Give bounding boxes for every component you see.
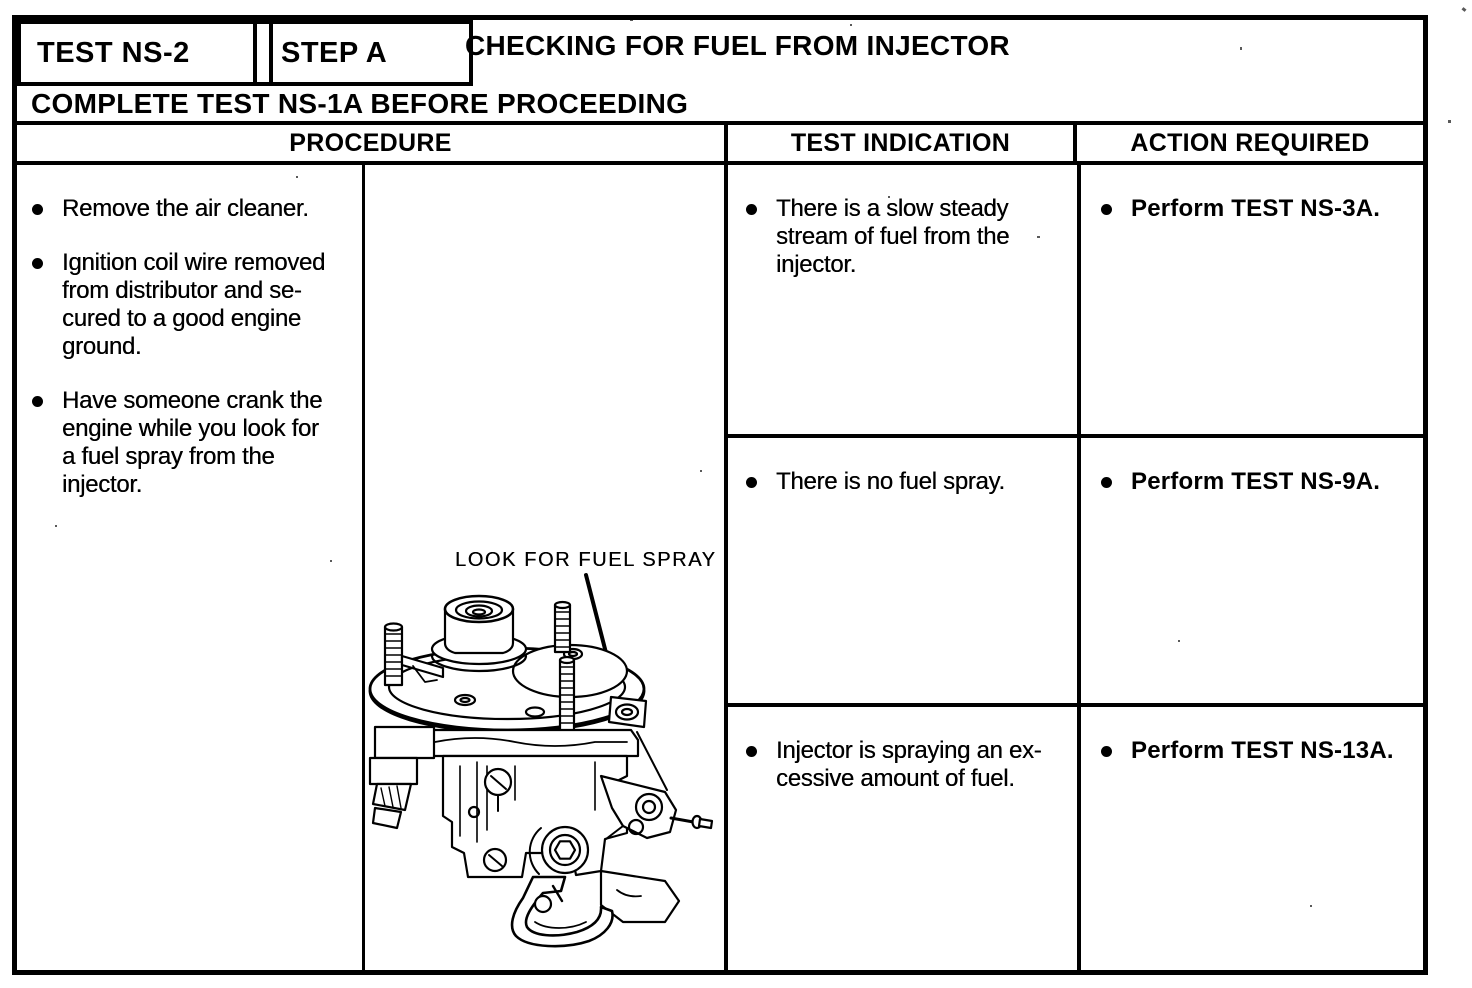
scan-noise-dot <box>1448 120 1451 123</box>
throttle-body-injector-illustration <box>368 573 714 948</box>
mounting-stud-right <box>558 655 576 737</box>
procedure-step: Remove the air cleaner. <box>17 195 362 223</box>
column-header-row: PROCEDURE TEST INDICATION ACTION REQUIRE… <box>17 125 1423 165</box>
bullet-icon <box>1101 204 1112 215</box>
screw-boss <box>483 767 513 812</box>
scan-noise-dot <box>700 470 702 472</box>
indication-text: Injector is spraying an ex- cessive amou… <box>776 737 1042 792</box>
bullet-icon <box>1101 746 1112 757</box>
bullet-icon <box>32 204 43 215</box>
action-required-column: Perform TEST NS-3A. Perform TEST NS-9A. … <box>1081 165 1423 970</box>
action-text: Perform TEST NS-13A. <box>1131 737 1394 764</box>
scan-noise-dot <box>630 18 633 21</box>
procedure-column: Remove the air cleaner. Ignition coil wi… <box>17 165 365 970</box>
page-title: CHECKING FOR FUEL FROM INJECTOR <box>465 30 1010 61</box>
scan-noise-dot <box>1037 236 1040 238</box>
diagnostic-table: TEST NS-2 STEP A CHECKING FOR FUEL FROM … <box>12 15 1428 975</box>
action-text: Perform TEST NS-9A. <box>1131 468 1381 495</box>
diagram-column: LOOK FOR FUEL SPRAY <box>365 165 728 970</box>
scan-noise-dot <box>1178 640 1180 642</box>
indication-row: Injector is spraying an ex- cessive amou… <box>728 707 1077 966</box>
scan-noise-dot <box>1310 905 1312 907</box>
bullet-icon <box>32 396 43 407</box>
action-row: Perform TEST NS-13A. <box>1081 707 1423 966</box>
diagram-callout-label: LOOK FOR FUEL SPRAY <box>455 549 717 571</box>
procedure-step-text: Ignition coil wire removed from distribu… <box>62 249 325 360</box>
action-item: Perform TEST NS-9A. <box>1081 468 1423 496</box>
indication-row: There is no fuel spray. <box>728 438 1077 707</box>
column-header-action-required: ACTION REQUIRED <box>1130 128 1370 157</box>
column-header-procedure: PROCEDURE <box>17 125 728 161</box>
mounting-stud-left <box>383 622 404 687</box>
indication-text: There is no fuel spray. <box>776 468 1005 495</box>
procedure-step-text: Remove the air cleaner. <box>62 195 309 222</box>
body-top-band <box>423 728 640 758</box>
bullet-icon <box>746 746 757 757</box>
scan-noise-dot <box>1240 47 1242 50</box>
scan-noise-dot <box>330 560 332 562</box>
procedure-step: Ignition coil wire removed from distribu… <box>17 249 362 361</box>
bracket-arm <box>400 654 445 679</box>
bullet-icon <box>1101 477 1112 488</box>
hex-fitting <box>528 825 590 875</box>
scan-noise-dot <box>55 525 57 527</box>
throttle-shaft-rod <box>669 814 714 830</box>
test-id-cell: TEST NS-2 <box>17 20 273 86</box>
procedure-step-text: Have someone crank the engine while you … <box>62 387 323 498</box>
action-item: Perform TEST NS-13A. <box>1081 737 1423 765</box>
scan-noise-dot <box>1461 7 1467 12</box>
solenoid-assembly <box>368 725 436 830</box>
indication-text: There is a slow steady stream of fuel fr… <box>776 195 1010 278</box>
action-text: Perform TEST NS-3A. <box>1131 195 1381 222</box>
indication-item: Injector is spraying an ex- cessive amou… <box>728 737 1077 793</box>
prerequisite-notice-text: COMPLETE TEST NS-1A BEFORE PROCEEDING <box>31 87 689 119</box>
procedure-step: Have someone crank the engine while you … <box>17 387 362 499</box>
throttle-lever-assembly <box>599 774 678 840</box>
indication-row: There is a slow steady stream of fuel fr… <box>728 165 1077 438</box>
step-label: STEP A <box>281 36 388 69</box>
scan-noise-dot <box>921 750 923 752</box>
indication-item: There is a slow steady stream of fuel fr… <box>728 195 1077 279</box>
action-row: Perform TEST NS-9A. <box>1081 438 1423 707</box>
action-item: Perform TEST NS-3A. <box>1081 195 1423 223</box>
scan-noise-dot <box>888 196 890 198</box>
indication-item: There is no fuel spray. <box>728 468 1077 496</box>
test-id-label: TEST NS-2 <box>37 36 190 69</box>
scan-noise-dot <box>850 24 852 26</box>
bullet-icon <box>32 258 43 269</box>
throttle-cam-hook <box>510 875 614 948</box>
bullet-icon <box>746 204 757 215</box>
action-row: Perform TEST NS-3A. <box>1081 165 1423 438</box>
prerequisite-notice: COMPLETE TEST NS-1A BEFORE PROCEEDING <box>17 86 1423 125</box>
bullet-icon <box>746 477 757 488</box>
screw-boss <box>482 847 508 873</box>
flange-ear <box>607 695 648 729</box>
mounting-stud-middle <box>553 600 572 654</box>
step-cell: STEP A <box>253 20 473 86</box>
column-header-test-indication: TEST INDICATION <box>728 125 1077 161</box>
scan-noise-dot <box>296 176 298 178</box>
test-indication-column: There is a slow steady stream of fuel fr… <box>728 165 1081 970</box>
